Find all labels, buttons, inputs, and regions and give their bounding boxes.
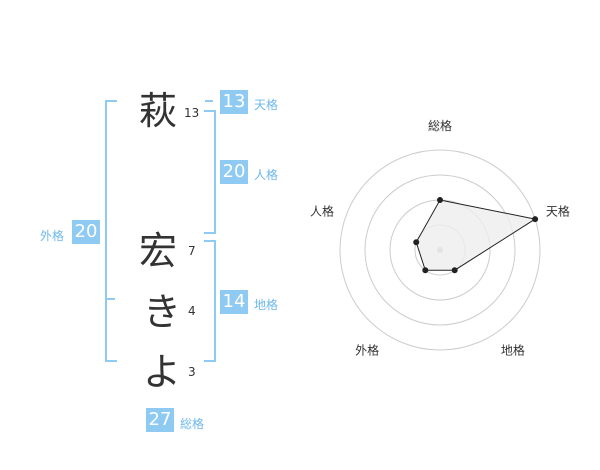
name-char-4: よ [143,350,182,394]
radar-point-2 [532,216,539,223]
stroke-count-1: 13 [184,106,200,120]
radar-value-shape [415,199,537,271]
radar-axis-label-5: 人格 [310,204,334,219]
jin-bracket [204,110,216,234]
ten-kaku-label: 天格 [254,98,279,112]
radar-axis-label-3: 地格 [501,342,525,357]
radar-axis-label-1: 総格 [428,118,452,133]
radar-point-3 [451,267,458,274]
radar-point-5 [413,239,420,246]
gai-kaku-badge: 20 [72,220,100,244]
chi-kaku-label: 地格 [254,298,279,312]
ten-bracket [205,100,213,102]
ten-kaku-badge: 13 [220,90,248,114]
name-char-3: き [143,290,182,334]
sou-kaku-badge: 27 [146,408,174,432]
stroke-count-4: 3 [188,365,196,379]
stroke-count-3: 4 [188,304,196,318]
radar-axis-label-4: 外格 [355,342,379,357]
radar-grid-ring-4 [339,149,541,351]
jin-kaku-badge: 20 [220,160,248,184]
chi-bracket [204,240,216,362]
name-char-2: 宏 [139,229,178,273]
jin-kaku-label: 人格 [254,168,279,182]
gai-bracket [105,100,117,362]
sou-kaku-label: 総格 [180,417,205,431]
radar-point-1 [437,197,443,203]
radar-grid-ring-3 [364,174,516,326]
radar-point-4 [422,267,429,274]
radar-axis-label-2: 天格 [546,204,570,219]
chi-kaku-badge: 14 [220,290,248,314]
gai-bracket-mid-tick [105,298,115,300]
stroke-count-2: 7 [188,244,196,258]
name-char-1: 萩 [139,89,178,133]
gai-kaku-label: 外格 [40,229,65,243]
